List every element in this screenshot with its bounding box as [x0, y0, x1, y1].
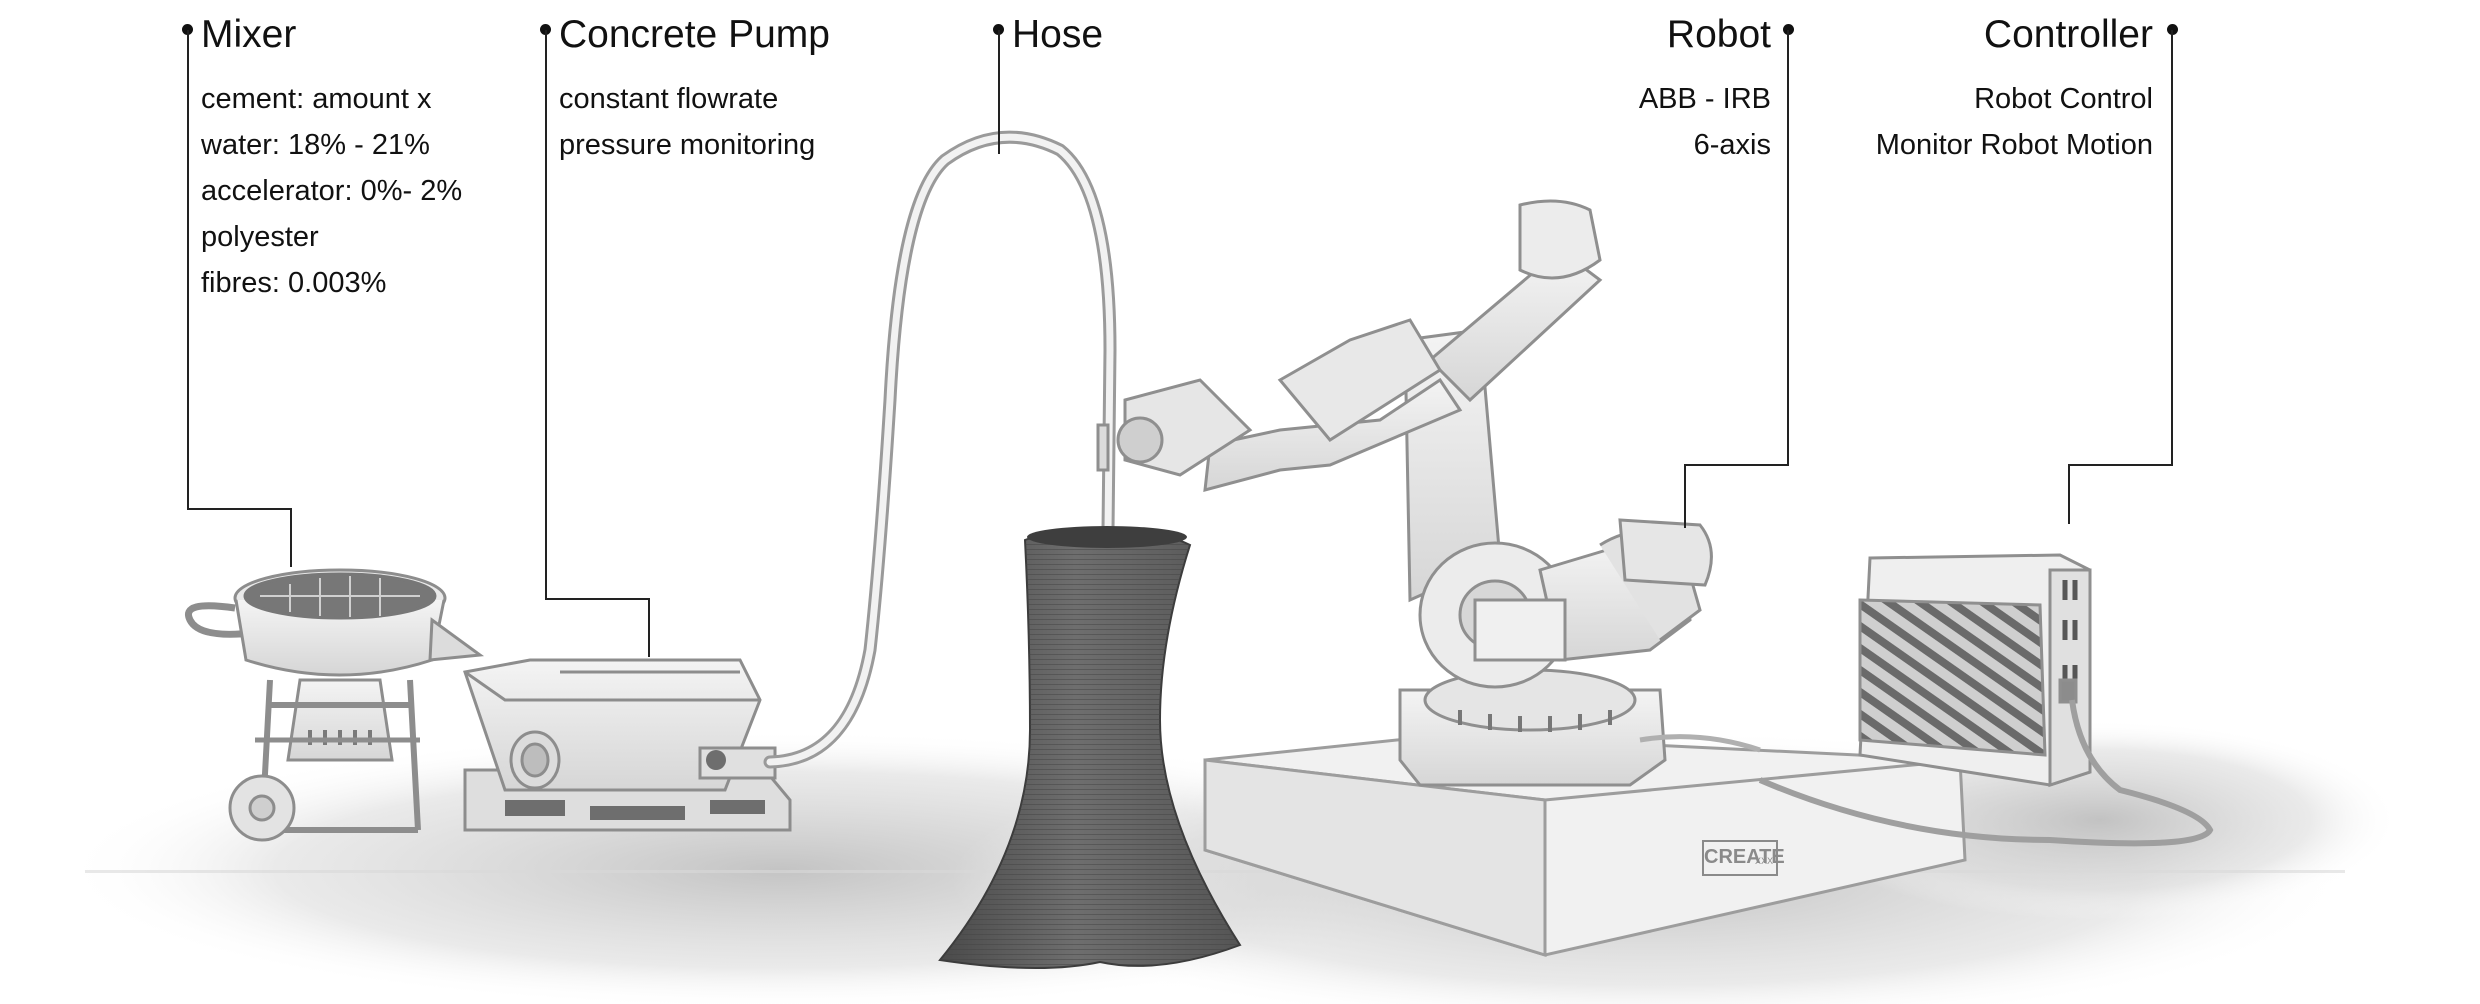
pump-leader-line: [545, 30, 547, 598]
controller-specs: Robot Control Monitor Robot Motion: [1876, 76, 2153, 168]
hose-callout: Hose: [1012, 15, 1103, 54]
mixer-callout: Mixer cement: amount x water: 18% - 21% …: [201, 15, 462, 306]
mixer-spec-water: water: 18% - 21%: [201, 122, 462, 168]
mixer-specs: cement: amount x water: 18% - 21% accele…: [201, 76, 462, 306]
pump-title: Concrete Pump: [559, 15, 830, 54]
robot-leader-elbow: [1684, 464, 1789, 528]
pump-spec-flowrate: constant flowrate: [559, 76, 830, 122]
controller-spec-monitor: Monitor Robot Motion: [1876, 122, 2153, 168]
mixer-spec-accelerator: accelerator: 0%- 2%: [201, 168, 462, 214]
robot-arm: [1098, 201, 1760, 785]
hose-title: Hose: [1012, 15, 1103, 54]
mixer-leader-line: [187, 30, 189, 508]
pump-callout: Concrete Pump constant flowrate pressure…: [559, 15, 830, 168]
controller-title: Controller: [1876, 15, 2153, 54]
mixer-title: Mixer: [201, 15, 462, 54]
robot-spec-axes: 6-axis: [1639, 122, 1771, 168]
mixer-spec-polyester: polyester: [201, 214, 462, 260]
pump-leader-elbow: [545, 598, 650, 657]
controller-callout: Controller Robot Control Monitor Robot M…: [1876, 15, 2153, 168]
pump-spec-pressure: pressure monitoring: [559, 122, 830, 168]
robot-callout: Robot ABB - IRB 6-axis: [1639, 15, 1771, 168]
concrete-pump-machine: [465, 660, 790, 830]
robot-spec-model: ABB - IRB: [1639, 76, 1771, 122]
mixer-leader-elbow: [187, 508, 292, 567]
controller-leader-line: [2171, 30, 2173, 464]
hose-leader-line: [998, 30, 1000, 154]
mixer-spec-cement: cement: amount x: [201, 76, 462, 122]
robot-leader-line: [1787, 30, 1789, 464]
robot-specs: ABB - IRB 6-axis: [1639, 76, 1771, 168]
mixer-spec-fibres: fibres: 0.003%: [201, 260, 462, 306]
pump-specs: constant flowrate pressure monitoring: [559, 76, 830, 168]
robot-title: Robot: [1639, 15, 1771, 54]
controller-leader-elbow: [2068, 464, 2173, 524]
controller-spec-control: Robot Control: [1876, 76, 2153, 122]
